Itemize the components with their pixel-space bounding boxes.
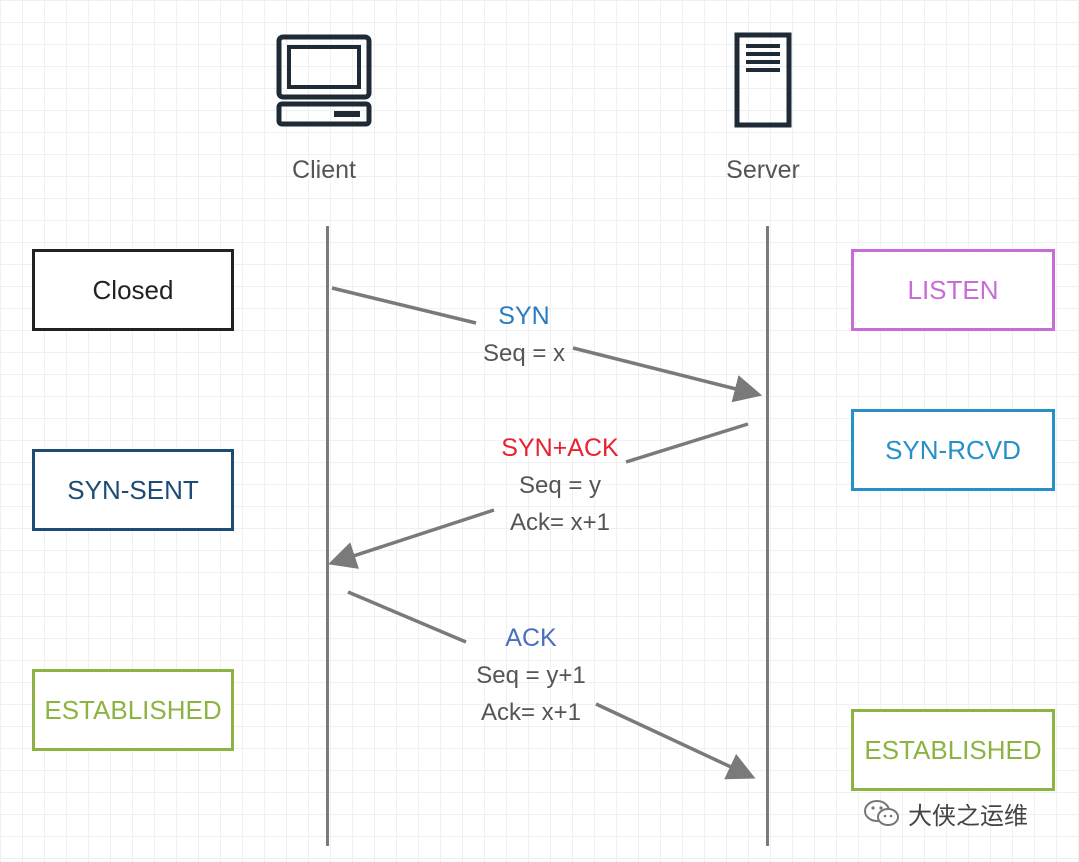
msg-syn-seq: Seq = x xyxy=(482,340,566,367)
msg-syn-title: SYN xyxy=(498,302,550,330)
msg-ack-seq: Seq = y+1 xyxy=(476,662,586,689)
watermark-text: 大侠之运维 xyxy=(908,803,1028,830)
ack-arrow-tail xyxy=(347,590,467,644)
synack-arrow-tail xyxy=(625,422,749,464)
state-server-established: ESTABLISHED xyxy=(851,709,1055,791)
msg-syn-ack: SYN+ACK Seq = y Ack= x+1 xyxy=(440,430,680,541)
msg-syn: SYN Seq = x xyxy=(404,298,644,372)
client-lifeline xyxy=(326,226,329,846)
state-syn-rcvd: SYN-RCVD xyxy=(851,409,1055,491)
state-syn-sent: SYN-SENT xyxy=(32,449,234,531)
msg-synack-title: SYN+ACK xyxy=(501,434,619,462)
syn-arrow-head xyxy=(572,346,763,403)
msg-ack: ACK Seq = y+1 Ack= x+1 xyxy=(411,620,651,731)
server-label: Server xyxy=(726,156,800,184)
wechat-icon xyxy=(864,799,899,826)
server-lifeline xyxy=(766,226,769,846)
syn-arrow-tail xyxy=(331,286,477,325)
synack-arrow-head xyxy=(328,508,495,569)
server-icon xyxy=(734,32,792,128)
state-client-established: ESTABLISHED xyxy=(32,669,234,751)
msg-synack-seq: Seq = y xyxy=(518,472,602,499)
client-label: Client xyxy=(292,156,356,184)
ack-arrow-head xyxy=(595,702,756,780)
state-listen: LISTEN xyxy=(851,249,1055,331)
watermark: 大侠之运维 xyxy=(862,796,1028,831)
state-closed: Closed xyxy=(32,249,234,331)
msg-synack-ack: Ack= x+1 xyxy=(509,509,611,536)
msg-ack-title: ACK xyxy=(505,624,557,652)
msg-ack-ack: Ack= x+1 xyxy=(480,699,582,726)
laptop-icon xyxy=(276,34,372,127)
